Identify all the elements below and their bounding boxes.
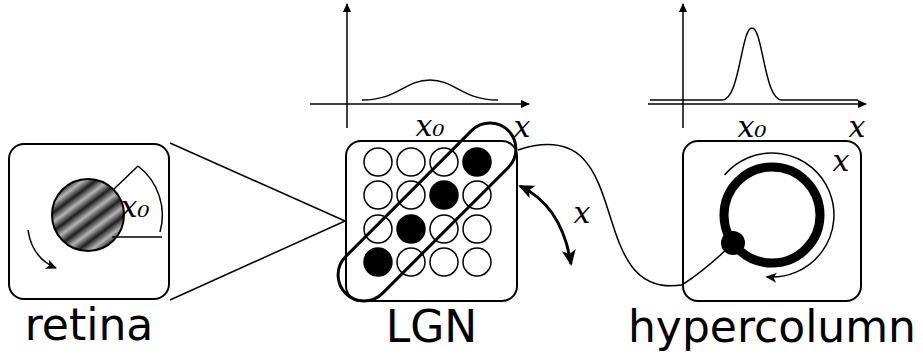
receptive-field-outline <box>327 112 526 311</box>
axis-label: x₀ <box>416 111 445 141</box>
retina-box: retinax₀ <box>8 143 170 300</box>
variable-label: x₀ <box>121 192 150 222</box>
orientation-ring <box>682 153 834 285</box>
grating-stimulus <box>28 166 162 268</box>
hypercolumn-plot <box>648 4 866 128</box>
rotation-arrow <box>520 186 571 264</box>
axis-label: x <box>574 198 591 228</box>
hypercolumn-box: hypercolumnx <box>682 140 862 302</box>
axis-label: x <box>514 112 531 142</box>
stage-label: retina <box>25 303 154 347</box>
projection-line <box>518 144 682 285</box>
lgn-box: LGN <box>345 140 518 302</box>
lgn-plot <box>310 4 529 128</box>
stage-label: LGN <box>386 305 478 349</box>
variable-label: x <box>833 146 850 176</box>
lgn-cell-grid <box>364 148 491 276</box>
axis-label: x <box>849 112 866 142</box>
axis-label: x₀ <box>738 112 767 142</box>
zoom-line <box>170 143 345 300</box>
stage-label: hypercolumn <box>628 305 916 349</box>
